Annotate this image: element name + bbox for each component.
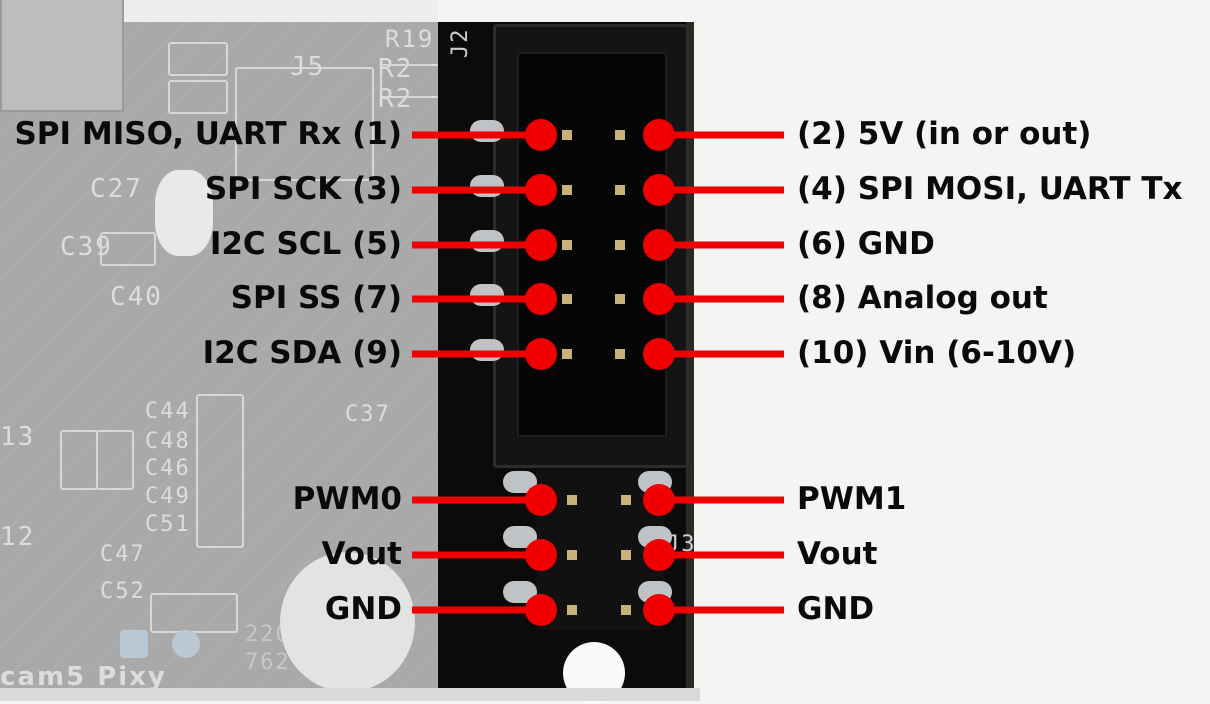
j2-pad (562, 185, 572, 195)
j3-pad (621, 495, 631, 505)
j3-right-2-dot (643, 539, 675, 571)
silk-c49: C49 (145, 484, 191, 509)
footprint-cap-array (196, 394, 244, 548)
footprint-j5 (235, 67, 374, 181)
label-j2-pin-10: (10) Vin (6-10V) (797, 335, 1077, 371)
test-pad (120, 630, 148, 658)
j2-pin-8-dot (643, 283, 675, 315)
j3-left-2-dot (525, 539, 557, 571)
j2-pad (615, 185, 625, 195)
background-bottom (0, 688, 700, 701)
silk-c51: C51 (145, 512, 191, 537)
label-j2-pin-4: (4) SPI MOSI, UART Tx (797, 171, 1183, 207)
j2-pad (562, 349, 572, 359)
silk-board-name: cam5 Pixy (0, 662, 167, 692)
footprint (168, 80, 228, 114)
j2-pin-9-dot (525, 338, 557, 370)
j3-header-body (536, 470, 664, 630)
silk-c40: C40 (110, 282, 163, 312)
footprint (96, 430, 134, 490)
j2-pin-10-dot (643, 338, 675, 370)
j2-pin-6-dot (643, 229, 675, 261)
j2-pin-5-dot (525, 229, 557, 261)
label-j3-vout-left: Vout (321, 536, 402, 572)
j3-left-1-dot (525, 484, 557, 516)
j2-pin-1-dot (525, 119, 557, 151)
j3-pad (621, 605, 631, 615)
button-switch (0, 0, 124, 112)
label-j2-pin-1: SPI MISO, UART Rx (1) (14, 116, 402, 152)
label-j3-gnd-left: GND (324, 591, 402, 627)
j2-pin-7-dot (525, 283, 557, 315)
j3-right-1-dot (643, 484, 675, 516)
solder-joint (503, 581, 537, 603)
silk-c48: C48 (145, 429, 191, 454)
j3-right-3-dot (643, 594, 675, 626)
silk-c52: C52 (100, 579, 146, 604)
j2-pad (615, 130, 625, 140)
label-j3-pwm0: PWM0 (292, 481, 402, 517)
label-j3-pwm1: PWM1 (797, 481, 907, 517)
j2-pin-4-dot (643, 174, 675, 206)
j3-pad (621, 550, 631, 560)
footprint (100, 232, 156, 266)
label-j2-pin-3: SPI SCK (3) (204, 171, 402, 207)
label-j2-pin-9: I2C SDA (9) (202, 335, 402, 371)
silk-r2b: R2 (378, 84, 414, 114)
label-j3-gnd-right: GND (797, 591, 875, 627)
j2-pin-3-dot (525, 174, 557, 206)
silk-c39: C39 (60, 232, 113, 262)
footprint (168, 42, 228, 76)
silk-cap-762: 762 (245, 650, 291, 675)
capacitor (280, 552, 415, 692)
component (155, 170, 213, 256)
silk-c27: C27 (90, 174, 143, 204)
solder-joint (503, 526, 537, 548)
label-j3-vout-right: Vout (797, 536, 878, 572)
j2-pad (615, 349, 625, 359)
label-j2-pin-5: I2C SCL (5) (209, 226, 402, 262)
label-j2-pin-6: (6) GND (797, 226, 935, 262)
label-j2-pin-2: (2) 5V (in or out) (797, 116, 1092, 152)
label-j2-pin-8: (8) Analog out (797, 280, 1048, 316)
j2-pad (615, 240, 625, 250)
label-j2-pin-7: SPI SS (7) (230, 280, 402, 316)
silk-c46: C46 (145, 456, 191, 481)
silk-r19: R19 (385, 25, 435, 53)
silk-12: 12 (0, 522, 36, 552)
solder-joint (503, 471, 537, 493)
silk-c37: C37 (345, 402, 391, 427)
j2-pad (562, 294, 572, 304)
j3-pad (567, 495, 577, 505)
j2-pad (562, 240, 572, 250)
j2-pin-2-dot (643, 119, 675, 151)
faded-pcb-area: R2 R2 J5 R19 C27 C39 C40 C44 C48 C46 C49… (0, 22, 440, 701)
j3-left-3-dot (525, 594, 557, 626)
j2-pad (615, 294, 625, 304)
silk-c44: C44 (145, 399, 191, 424)
j2-pad (562, 130, 572, 140)
silk-13: 13 (0, 422, 36, 452)
silk-c47: C47 (100, 542, 146, 567)
j3-pad (567, 605, 577, 615)
silk-r2a: R2 (378, 54, 414, 84)
j3-pad (567, 550, 577, 560)
test-pad (172, 630, 200, 658)
